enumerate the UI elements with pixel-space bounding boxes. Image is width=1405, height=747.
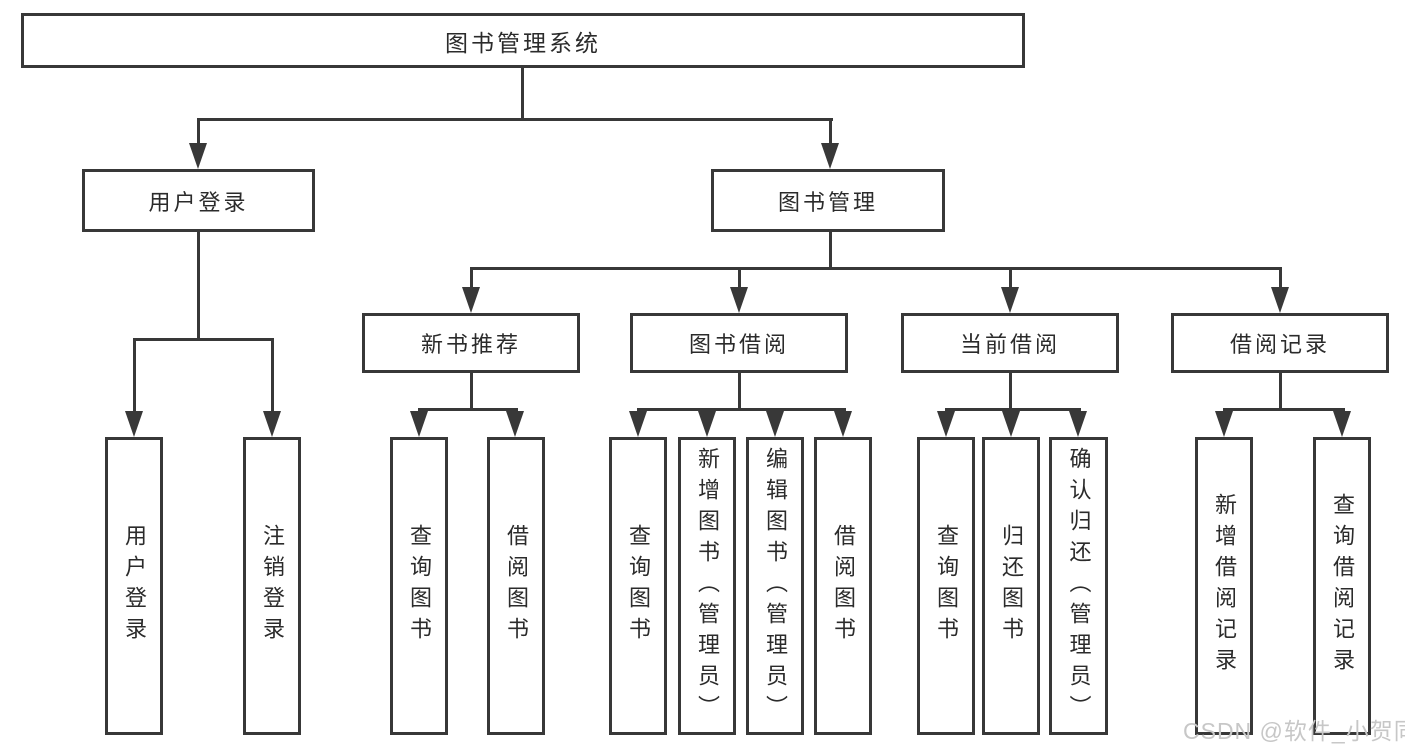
node-label: 借阅图书 xyxy=(831,524,856,648)
node-leaf-user-login: 用户登录 xyxy=(105,437,163,735)
node-book-borrowing: 图书借阅 xyxy=(630,313,848,373)
arrow-into-rec-borrow-books xyxy=(506,411,524,437)
node-label: 新增图书（管理员） xyxy=(695,446,720,726)
connector-borrow-records-down xyxy=(1279,373,1282,411)
node-current-borrowing: 当前借阅 xyxy=(901,313,1119,373)
connector-book-mgmt-down xyxy=(829,232,832,267)
node-label: 编辑图书（管理员） xyxy=(763,446,788,726)
node-label: 确认归还（管理员） xyxy=(1066,446,1092,726)
arrow-into-leaf-logout xyxy=(263,411,281,437)
connector-level1-branch xyxy=(197,118,833,121)
node-bb-query-books: 查询图书 xyxy=(609,437,667,735)
connector-new-book-rec-stem xyxy=(470,270,473,288)
arrow-into-leaf-user-login xyxy=(125,411,143,437)
connector-leaf-logout-stem xyxy=(271,341,274,412)
node-label: 用户登录 xyxy=(122,524,147,648)
node-label: 当前借阅 xyxy=(959,332,1060,357)
connector-level3-branch xyxy=(470,267,1282,270)
connector-borrow-records-stem xyxy=(1279,270,1282,288)
connector-rec-branch xyxy=(418,408,518,411)
connector-new-book-rec-down xyxy=(470,373,473,411)
arrow-into-bb-edit-books xyxy=(766,411,784,437)
node-label: 归还图书 xyxy=(999,524,1024,648)
arrow-into-borrow-records xyxy=(1271,287,1289,313)
connector-current-borrow-stem xyxy=(1009,270,1012,288)
node-label: 用户登录 xyxy=(148,189,249,215)
node-user-login: 用户登录 xyxy=(82,169,315,232)
node-cb-return-books: 归还图书 xyxy=(982,437,1040,735)
node-br-query-record: 查询借阅记录 xyxy=(1313,437,1371,735)
arrow-into-book-mgmt xyxy=(821,143,839,169)
node-label: 查询图书 xyxy=(626,524,651,648)
node-rec-query-books: 查询图书 xyxy=(390,437,448,735)
node-label: 借阅图书 xyxy=(504,524,529,648)
arrow-into-new-book-rec xyxy=(462,287,480,313)
node-borrowing-records: 借阅记录 xyxy=(1171,313,1389,373)
arrow-into-br-query-record xyxy=(1333,411,1351,437)
connector-br-branch xyxy=(1223,408,1345,411)
node-label: 图书管理系统 xyxy=(445,29,601,56)
connector-cb-branch xyxy=(945,408,1081,411)
node-label: 图书借阅 xyxy=(688,332,789,357)
arrow-into-book-borrow xyxy=(730,287,748,313)
watermark: CSDN @软件_小贺同学 xyxy=(1183,718,1405,744)
node-new-book-recommend: 新书推荐 xyxy=(362,313,580,373)
node-bb-borrow-books: 借阅图书 xyxy=(814,437,872,735)
arrow-into-user-login xyxy=(189,143,207,169)
node-label: 查询图书 xyxy=(407,524,432,648)
node-label: 查询借阅记录 xyxy=(1330,493,1355,679)
connector-book-borrow-stem xyxy=(738,270,741,288)
arrow-into-cb-return-books xyxy=(1002,411,1020,437)
arrow-into-cb-confirm-return xyxy=(1069,411,1087,437)
node-leaf-logout: 注销登录 xyxy=(243,437,301,735)
node-rec-borrow-books: 借阅图书 xyxy=(487,437,545,735)
node-cb-confirm-return-admin: 确认归还（管理员） xyxy=(1049,437,1108,735)
node-label: 借阅记录 xyxy=(1229,332,1330,357)
node-book-management: 图书管理 xyxy=(711,169,945,232)
arrow-into-bb-add-books xyxy=(698,411,716,437)
connector-leaf-user-login-stem xyxy=(133,341,136,412)
arrow-into-br-add-record xyxy=(1215,411,1233,437)
node-bb-add-books-admin: 新增图书（管理员） xyxy=(678,437,736,735)
connector-bb-branch xyxy=(637,408,846,411)
node-bb-edit-books-admin: 编辑图书（管理员） xyxy=(746,437,804,735)
connector-book-mgmt-stem xyxy=(829,121,832,145)
arrow-into-current-borrow xyxy=(1001,287,1019,313)
arrow-into-bb-query-books xyxy=(629,411,647,437)
node-br-add-record: 新增借阅记录 xyxy=(1195,437,1253,735)
connector-user-login-stem xyxy=(197,121,200,145)
arrow-into-rec-query-books xyxy=(410,411,428,437)
connector-book-borrow-down xyxy=(738,373,741,411)
node-label: 注销登录 xyxy=(260,524,285,648)
arrow-into-bb-borrow-books xyxy=(834,411,852,437)
arrow-into-cb-query-books xyxy=(937,411,955,437)
node-label: 新书推荐 xyxy=(420,332,521,357)
connector-login-branch xyxy=(133,338,274,341)
connector-root-stem xyxy=(521,68,524,118)
node-cb-query-books: 查询图书 xyxy=(917,437,975,735)
node-label: 新增借阅记录 xyxy=(1212,493,1237,679)
node-book-management-system: 图书管理系统 xyxy=(21,13,1025,68)
connector-current-borrow-down xyxy=(1009,373,1012,411)
node-label: 图书管理 xyxy=(777,189,878,215)
node-label: 查询图书 xyxy=(934,524,959,648)
connector-user-login-down xyxy=(197,232,200,341)
